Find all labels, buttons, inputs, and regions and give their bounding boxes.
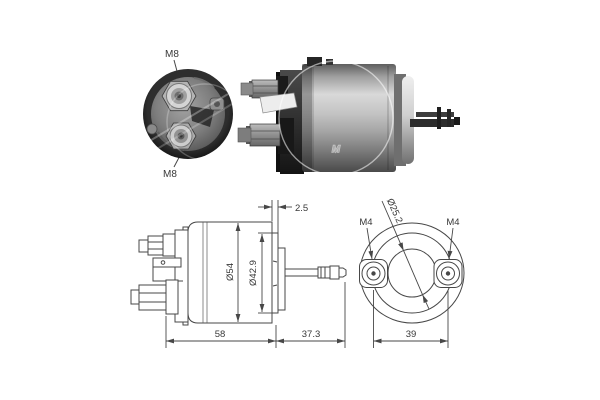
dim-line-bore-lower: [422, 294, 430, 310]
terminal-bridge: [190, 106, 214, 127]
front-view-drawing: M4 M4 Ø25.2 39: [359, 197, 465, 348]
plunger-shaft: [410, 107, 460, 129]
end-view-photo: M8 M8: [143, 49, 233, 180]
mounting-bracket: [152, 257, 182, 268]
dim-line-bore-upper: [381, 200, 405, 251]
side-view-drawing: Ø54 Ø42.9 2.5 58 37.3: [130, 200, 347, 348]
mounting-flange: [271, 232, 279, 314]
side-view-terminal-bottom: [130, 279, 179, 315]
dim-flange-thickness: 2.5: [295, 203, 308, 214]
watermark-left: [147, 83, 233, 159]
solenoid-photo: M: [237, 57, 460, 176]
terminal-label-bottom: M8: [163, 169, 177, 180]
dim-shaft-length: 37.3: [302, 329, 321, 340]
m8-terminal-top: [161, 80, 197, 112]
dim-bore-diameter: Ø25.2: [384, 197, 405, 225]
side-tab-small: [146, 123, 158, 135]
thread-label-right: M4: [446, 217, 459, 228]
spigot: [277, 247, 286, 311]
dim-body-length: 58: [215, 329, 226, 340]
thread-label-left: M4: [359, 217, 372, 228]
battery-terminal-bottom: [237, 118, 294, 154]
solenoid-body: [302, 64, 396, 172]
front-cap: [402, 76, 414, 164]
m8-terminal-bottom: [165, 122, 197, 150]
solenoid-body-outline: [187, 221, 273, 324]
spade-connector: [259, 92, 298, 114]
dim-body-diameter: Ø54: [225, 263, 236, 281]
m4-lug-left: [359, 259, 388, 288]
top-lug: [307, 57, 322, 66]
side-view-terminal-top: [138, 233, 176, 257]
watermark-letter: M: [332, 144, 340, 155]
m4-lug-right: [433, 259, 463, 288]
terminal-label-top: M8: [165, 49, 179, 60]
dim-spigot-diameter: Ø42.9: [248, 260, 259, 286]
brand-watermark: M: [278, 60, 394, 176]
bore-circle: [387, 248, 437, 298]
dim-hole-spacing: 39: [406, 329, 417, 340]
shaft-outline: [284, 265, 347, 280]
